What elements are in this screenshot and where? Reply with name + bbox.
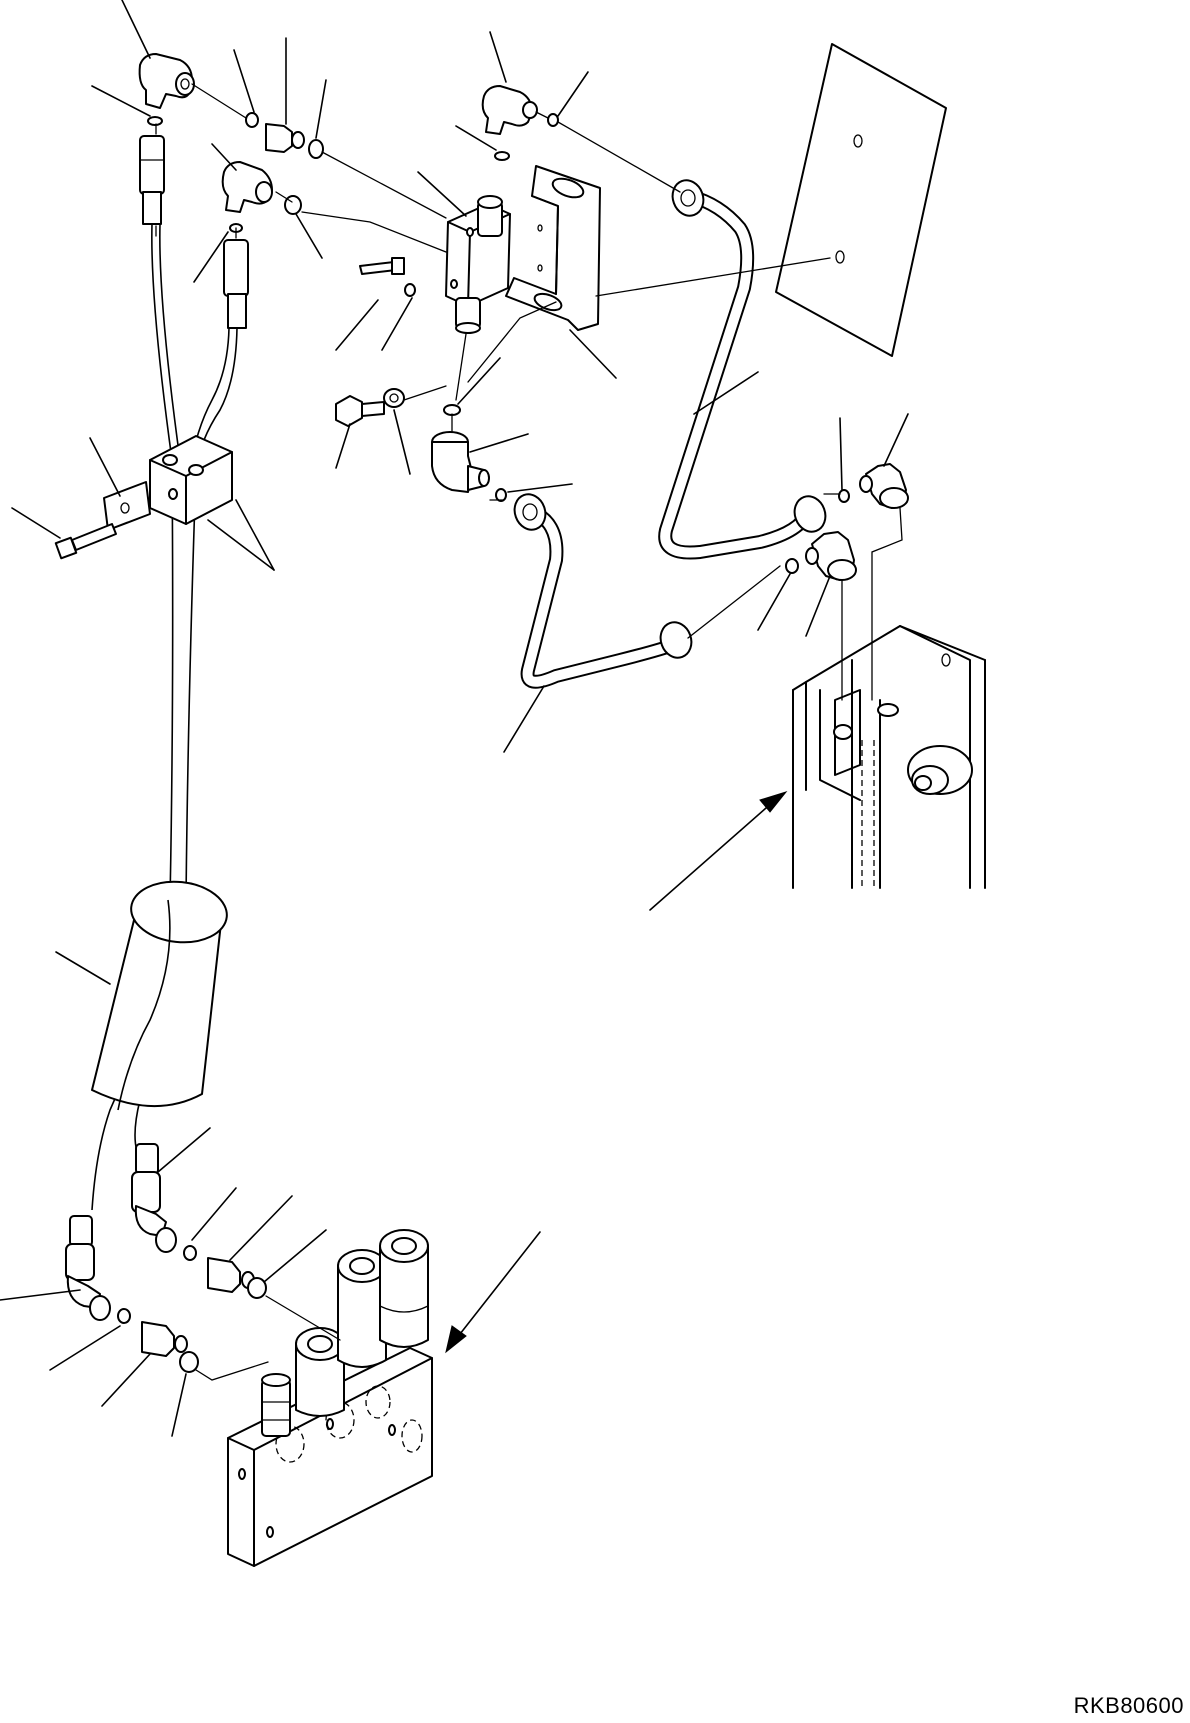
upper-elbow-left xyxy=(138,53,195,109)
bolt-bracket xyxy=(359,257,405,275)
solenoid-coil-3 xyxy=(379,1229,429,1348)
diverter-fitting-top xyxy=(477,195,503,237)
o-ring xyxy=(183,1245,197,1261)
drawing-code: RKB80600 xyxy=(1073,1693,1184,1718)
column-housing xyxy=(792,625,986,889)
adapter-lower-left xyxy=(141,1321,188,1357)
o-ring xyxy=(117,1308,131,1324)
o-ring xyxy=(838,489,850,503)
o-ring xyxy=(494,151,510,161)
pipe-nut-upper-a xyxy=(671,179,705,217)
washer xyxy=(404,283,416,297)
o-ring xyxy=(547,113,559,127)
elbow-lower-center xyxy=(431,431,490,493)
direction-arrow-column xyxy=(649,791,788,911)
direction-arrow-valve xyxy=(445,1231,541,1354)
hose-end-lower-left xyxy=(65,1215,111,1321)
clamp-plate xyxy=(103,481,151,531)
solenoid-coil-2 xyxy=(337,1249,387,1368)
pipe-nut-lower-b xyxy=(659,621,693,659)
elbow-right-upper xyxy=(859,463,909,509)
washer xyxy=(383,388,405,408)
steel-pipe-lower xyxy=(520,503,683,689)
bolt-lower-center xyxy=(335,395,385,427)
leader-lines xyxy=(0,0,909,1437)
pipe-nut-upper-b xyxy=(793,495,827,533)
upper-elbow-center xyxy=(481,85,538,135)
o-ring xyxy=(495,488,507,502)
hose-end-lower-right xyxy=(131,1143,177,1253)
solenoid-coil-1 xyxy=(295,1327,345,1417)
hose-left-inner xyxy=(159,223,181,461)
diverter-fitting-bottom xyxy=(455,297,481,334)
o-ring xyxy=(179,1351,199,1373)
upper-elbow-middle xyxy=(221,161,273,213)
o-ring xyxy=(247,1277,267,1299)
hose-fitting-left xyxy=(139,135,165,225)
elbow-right-lower xyxy=(805,531,857,581)
valve-cartridge xyxy=(261,1373,291,1437)
o-ring xyxy=(785,558,799,574)
bolt-clamp xyxy=(54,523,117,560)
hose-clamp-block xyxy=(149,435,233,525)
hose-through-sleeve xyxy=(117,899,171,1111)
hose-left xyxy=(91,223,174,1211)
solenoid-valve-block xyxy=(227,1347,433,1567)
mounting-plate xyxy=(775,43,947,357)
o-ring xyxy=(147,116,163,126)
hose-fitting-middle xyxy=(223,239,249,329)
steel-pipe-upper xyxy=(658,189,815,560)
pipe-nut-lower-a xyxy=(513,493,547,531)
adapter-upper xyxy=(245,112,324,159)
mounting-bracket xyxy=(505,165,601,331)
connector-lines xyxy=(155,83,903,1381)
